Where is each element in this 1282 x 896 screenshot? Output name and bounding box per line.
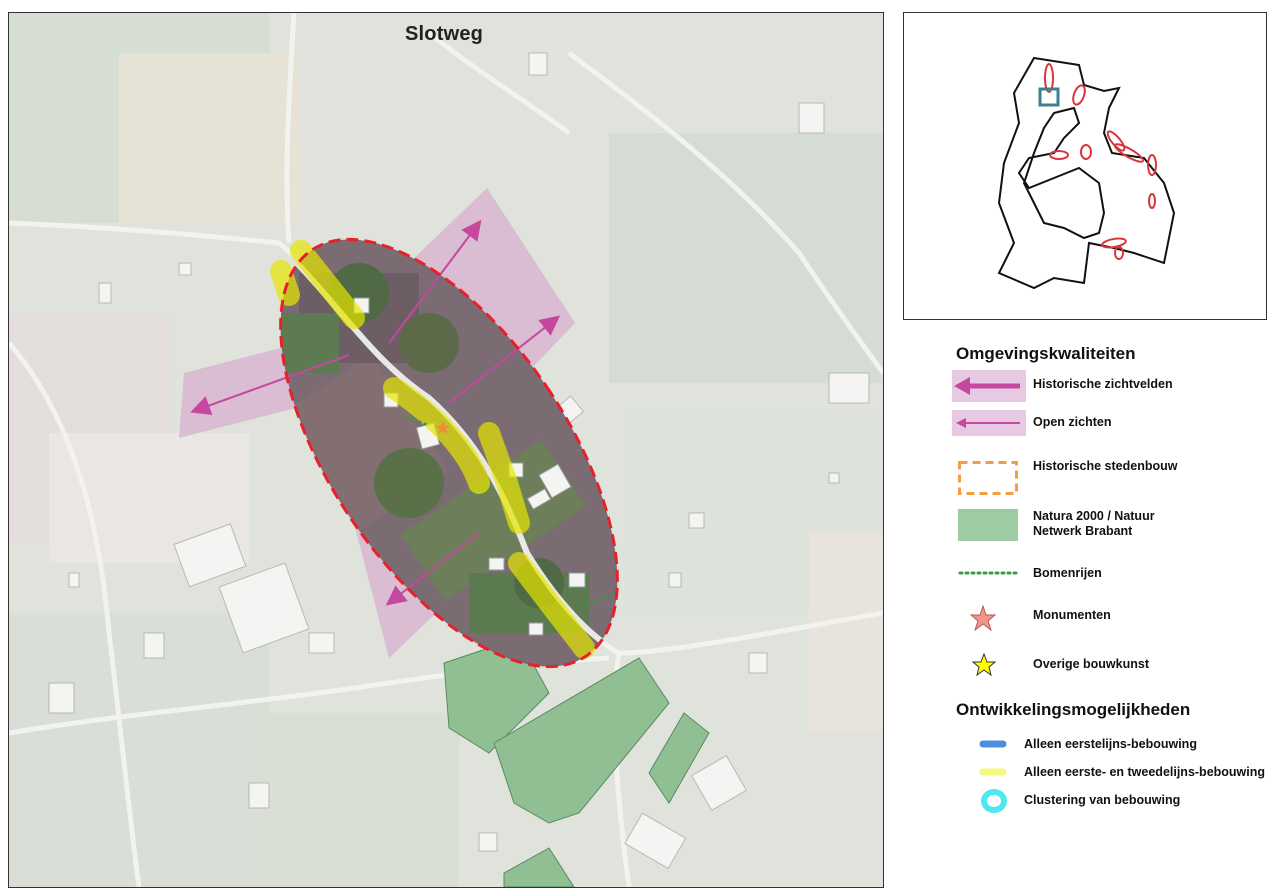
yellow-zone-2: [270, 260, 300, 306]
legend-label-other-architecture: Overige bouwkunst: [1033, 657, 1149, 671]
arrow-e: [448, 315, 561, 404]
municipality-outline: [997, 56, 1176, 290]
legend-swatch-open-views: [952, 410, 1026, 436]
map-panel: Slotweg: [8, 12, 884, 888]
arrow-ne: [388, 219, 482, 344]
tree-rows: [403, 414, 614, 607]
legend-label-historic-urban: Historische stedenbouw: [1033, 459, 1178, 473]
yellow-zone-1: [290, 240, 365, 329]
legend-label-natura-line1: Natura 2000 / Natuur: [1033, 509, 1155, 523]
legend-swatch-historic-views: [952, 370, 1026, 402]
legend-label-natura-line2: Netwerk Brabant: [1033, 524, 1133, 538]
legend-heading-development: Ontwikkelingsmogelijkheden: [956, 700, 1191, 719]
view-arrows: [190, 219, 561, 606]
legend-label-monuments: Monumenten: [1033, 608, 1111, 622]
legend-label-natura: Natura 2000 / Natuur Netwerk Brabant: [1033, 509, 1155, 539]
legend-label-clustering: Clustering van bebouwing: [1024, 793, 1181, 807]
legend-swatch-natura: [958, 509, 1018, 541]
legend-swatch-historic-urban: [958, 461, 1018, 495]
legend-swatch-first-line: [979, 740, 1007, 748]
yellow-zone-3: [383, 377, 490, 494]
legend-swatch-other-architecture: [972, 653, 996, 677]
locator-map: [903, 12, 1267, 320]
aerial-map: [9, 13, 883, 887]
arrow-w: [190, 354, 350, 415]
yellow-zone-5: [508, 552, 595, 659]
map-title: Slotweg: [405, 23, 484, 45]
legend-swatch-monuments: [970, 605, 996, 631]
locator-areas: [1044, 63, 1157, 260]
inner-outline: [1017, 106, 1106, 240]
legend-swatch-clustering: [981, 789, 1007, 813]
legend-swatch-tree-rows: [958, 571, 1018, 575]
legend-heading-qualities: Omgevingskwaliteiten: [956, 344, 1136, 363]
legend-label-tree-rows: Bomenrijen: [1033, 566, 1102, 580]
legend-label-first-second-line: Alleen eerste- en tweedelijns-bebouwing: [1024, 765, 1266, 779]
legend-label-first-line: Alleen eerstelijns-bebouwing: [1024, 737, 1197, 751]
yellow-zone-4: [478, 422, 530, 534]
locator-svg: [997, 56, 1176, 290]
arrow-sw: [385, 532, 480, 606]
monument-star: [436, 421, 450, 434]
legend-label-open-views: Open zichten: [1033, 415, 1112, 429]
yellow-zones: [270, 240, 595, 659]
legend-swatch-first-second-line: [979, 768, 1007, 776]
locator-highlight: [1038, 87, 1060, 107]
study-area-boundary: [279, 237, 619, 669]
legend-label-historic-views: Historische zichtvelden: [1033, 377, 1173, 391]
